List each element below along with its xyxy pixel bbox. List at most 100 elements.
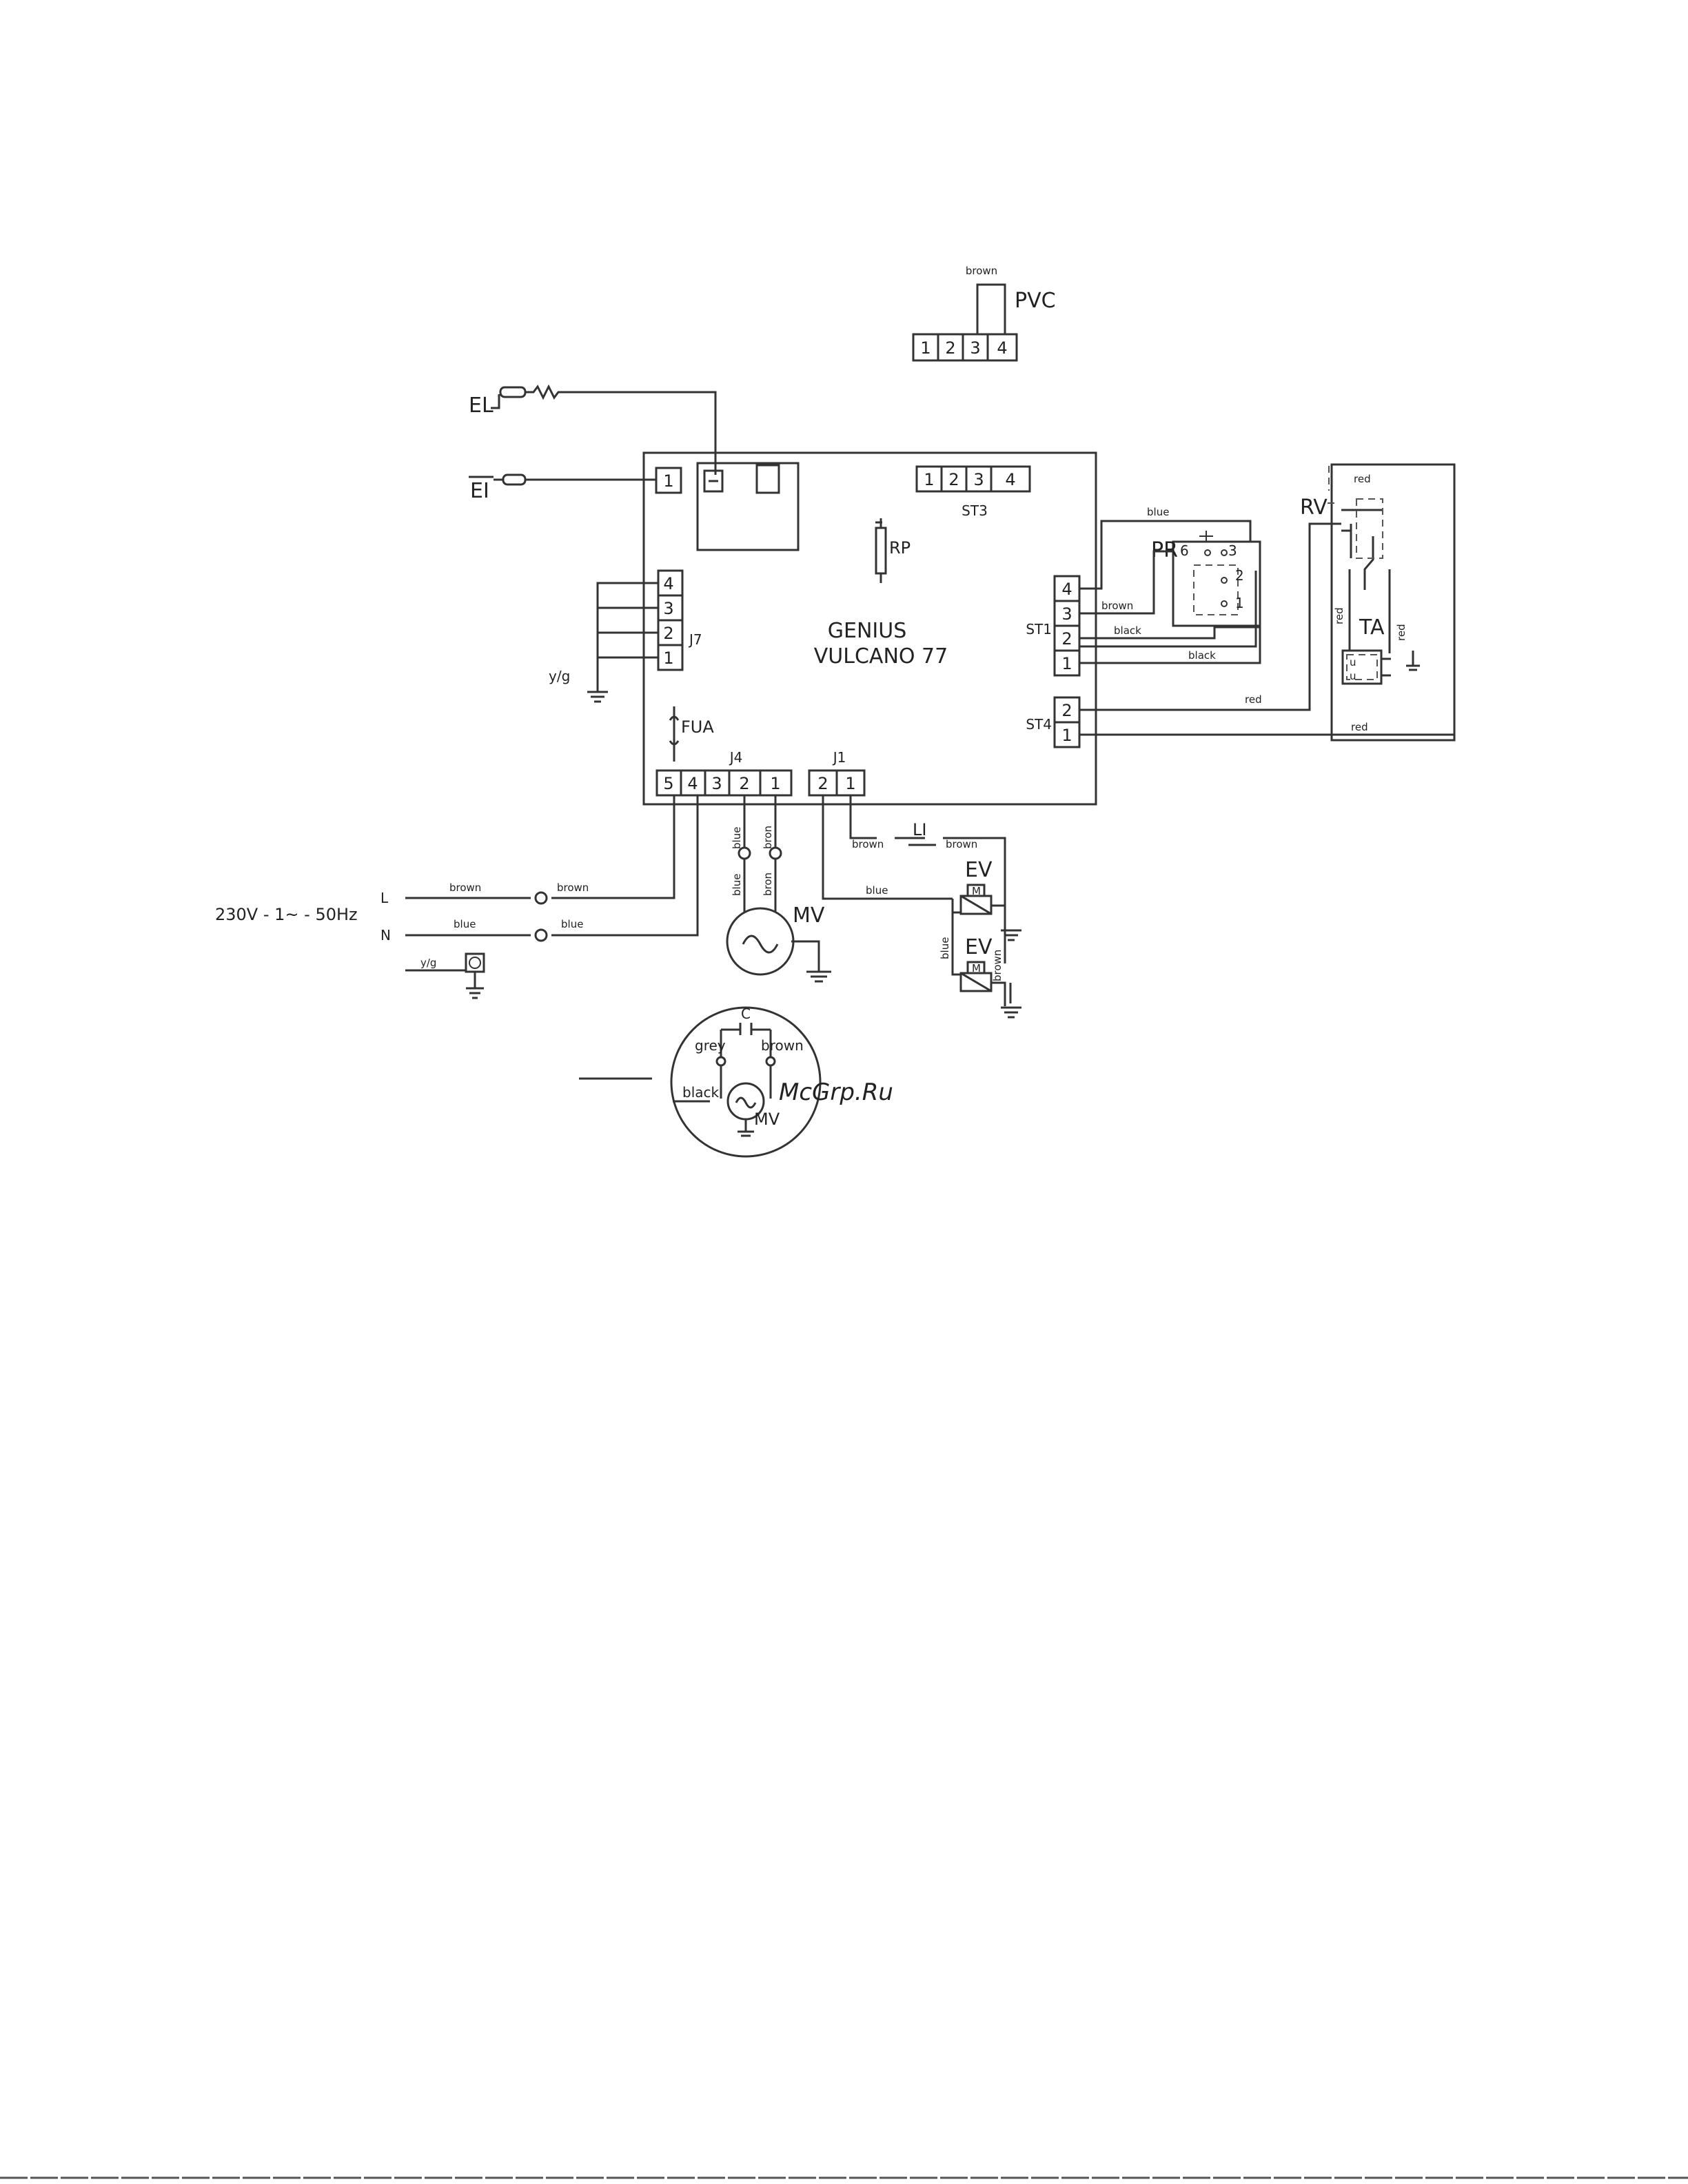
- control-board: GENIUS VULCANO 77 1 RP 1 2 3 4 ST3: [642, 451, 1097, 806]
- st1-4-blue: [1079, 520, 1252, 590]
- svg-text:2: 2: [948, 470, 959, 489]
- ta-label: TA: [1359, 615, 1385, 640]
- svg-text:brown: brown: [946, 838, 977, 850]
- ei-label: EI: [470, 479, 489, 503]
- st1-wiring: blue brown black black: [1079, 506, 1261, 664]
- st3-terminal-strip: 1 2 3 4 ST3: [915, 465, 1031, 519]
- supply-voltage-label: 230V - 1~ - 50Hz: [215, 905, 358, 924]
- st1-3-brown: [1079, 550, 1173, 615]
- ev-lower-label: EV: [965, 935, 993, 959]
- svg-text:3: 3: [711, 774, 722, 793]
- power-supply: 230V - 1~ - 50Hz L N brown brown blue bl…: [215, 795, 699, 999]
- detail-grey: grey: [695, 1037, 726, 1054]
- ground-symbol: [466, 972, 484, 999]
- svg-text:blue: blue: [731, 827, 743, 849]
- svg-text:blue: blue: [939, 937, 951, 959]
- svg-text:brown: brown: [991, 950, 1004, 981]
- svg-text:2: 2: [1061, 629, 1072, 649]
- svg-text:3: 3: [1228, 542, 1237, 559]
- svg-text:2: 2: [1061, 701, 1072, 720]
- st1-1-black: [1079, 609, 1261, 664]
- rp-potentiometer: RP: [875, 518, 911, 583]
- svg-text:3: 3: [1061, 604, 1072, 624]
- j7-ground-label: y/g: [549, 668, 570, 684]
- st4-wiring: red red: [1079, 465, 1456, 736]
- motor-detail: C grey brown black MV: [579, 1006, 822, 1158]
- svg-text:5: 5: [663, 774, 673, 793]
- svg-text:brown: brown: [449, 881, 481, 894]
- detail-mv-label: MV: [754, 1110, 780, 1129]
- ground-symbol: [587, 691, 608, 703]
- svg-text:blue: blue: [1147, 506, 1169, 518]
- svg-text:red: red: [1354, 473, 1371, 485]
- ground-symbol: [738, 1119, 754, 1137]
- st1-label: ST1: [1026, 621, 1052, 637]
- svg-text:brown: brown: [852, 838, 884, 850]
- svg-text:1: 1: [1061, 654, 1072, 673]
- svg-text:red: red: [1395, 624, 1407, 641]
- svg-text:red: red: [1245, 693, 1262, 706]
- svg-text:bron: bron: [762, 872, 774, 896]
- el-electrode: EL: [469, 384, 717, 475]
- svg-text:black: black: [1188, 649, 1216, 662]
- svg-text:1: 1: [770, 774, 780, 793]
- svg-text:2: 2: [817, 774, 828, 793]
- pvc-loop-wire: [976, 283, 1006, 334]
- fua-label: FUA: [681, 717, 714, 737]
- st4-terminal-strip: 2 1 ST4: [1026, 696, 1081, 748]
- ei-electrode: EI: [469, 473, 656, 503]
- capacitor-label: C: [741, 1006, 751, 1022]
- ta-body: [1341, 649, 1383, 685]
- rv-label: RV: [1300, 496, 1328, 520]
- svg-text:1: 1: [924, 470, 934, 489]
- svg-text:M: M: [972, 962, 981, 974]
- svg-text:red: red: [1351, 721, 1368, 733]
- pvc-wire-label: brown: [966, 265, 997, 277]
- fan-motor-mv: blue bron blue bron MV: [726, 795, 831, 983]
- svg-text:blue: blue: [731, 874, 743, 896]
- j1-label: J1: [832, 749, 846, 766]
- svg-text:3: 3: [973, 470, 984, 489]
- svg-text:1: 1: [920, 338, 931, 358]
- j4-connector: 5 4 3 2 1 J4: [655, 749, 793, 797]
- rv-switch: [1341, 509, 1383, 590]
- board-title-line1: GENIUS: [828, 619, 907, 643]
- svg-text:3: 3: [663, 599, 673, 618]
- svg-text:4: 4: [1005, 470, 1015, 489]
- el-label: EL: [469, 394, 494, 418]
- st4-label: ST4: [1026, 716, 1052, 733]
- svg-text:bron: bron: [762, 826, 774, 849]
- rv-ta-group: RV red red red TA u u: [1300, 463, 1456, 742]
- svg-text:2: 2: [739, 774, 749, 793]
- j7-label: J7: [688, 631, 702, 648]
- j1-connector: 2 1 J1: [808, 749, 866, 797]
- svg-text:blue: blue: [454, 918, 476, 930]
- svg-text:1: 1: [1061, 726, 1072, 745]
- st4-1-red: [1079, 465, 1456, 736]
- svg-text:4: 4: [997, 338, 1007, 358]
- svg-text:brown: brown: [1101, 600, 1133, 612]
- detail-brown: brown: [761, 1037, 804, 1054]
- detail-circle: [670, 1006, 822, 1158]
- pvc-connector: 1 2 3 4 brown PVC: [912, 265, 1056, 362]
- ev-upper-label: EV: [965, 858, 993, 882]
- watermark: McGrp.Ru: [779, 1079, 893, 1106]
- supply-ground-label: y/g: [420, 957, 436, 969]
- svg-text:u: u: [1350, 670, 1356, 682]
- st3-label: ST3: [962, 502, 988, 519]
- st4-2-red: [1079, 522, 1341, 711]
- detail-black: black: [682, 1084, 720, 1101]
- svg-text:black: black: [1114, 624, 1141, 637]
- svg-text:1: 1: [845, 774, 855, 793]
- el-wire: [525, 384, 717, 475]
- pvc-label: PVC: [1015, 289, 1056, 313]
- motor-circle: [726, 907, 795, 976]
- svg-text:red: red: [1333, 607, 1345, 624]
- capacitor-symbol: [720, 1023, 772, 1099]
- svg-text:1: 1: [1235, 595, 1244, 611]
- svg-text:4: 4: [663, 574, 673, 593]
- svg-text:1: 1: [663, 649, 673, 668]
- svg-text:M: M: [972, 885, 981, 897]
- pressure-switch-pr: PR 6 3 2 1: [1151, 531, 1261, 627]
